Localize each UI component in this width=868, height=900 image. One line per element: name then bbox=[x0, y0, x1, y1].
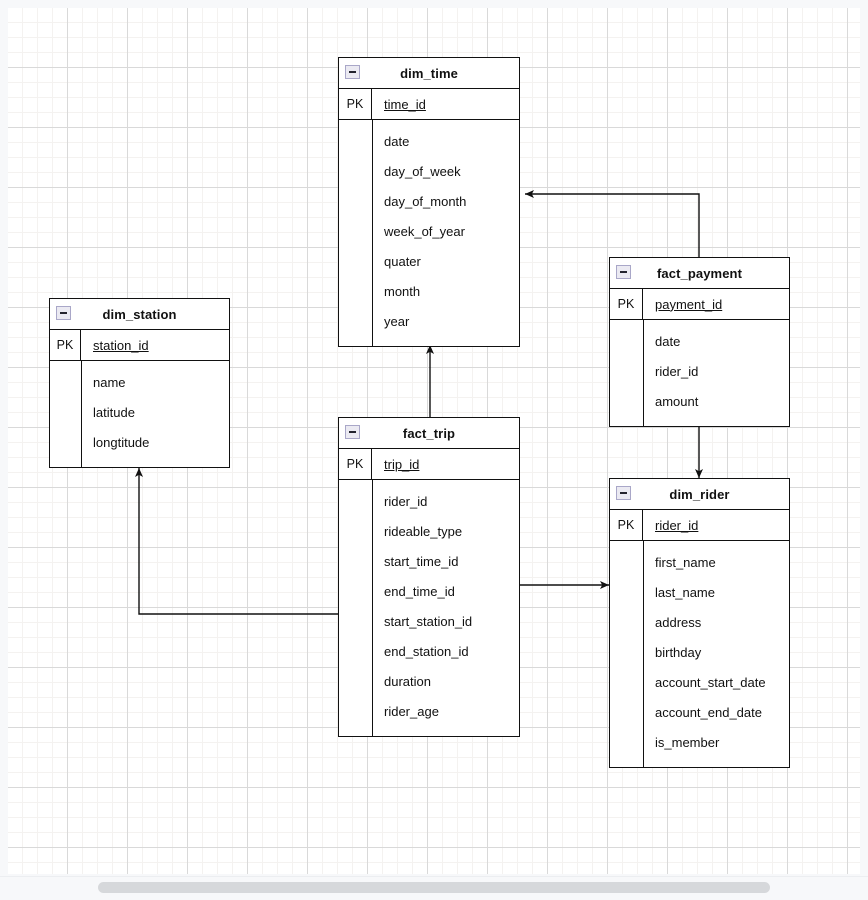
attribute-row[interactable]: day_of_week bbox=[384, 164, 461, 179]
attribute-row[interactable]: start_station_id bbox=[384, 614, 473, 629]
attribute-row[interactable]: account_start_date bbox=[655, 675, 766, 690]
entity-title: dim_station bbox=[102, 306, 177, 322]
attribute-row[interactable]: week_of_year bbox=[384, 224, 465, 239]
attribute-row[interactable]: day_of_month bbox=[384, 194, 467, 209]
minus-square-icon[interactable] bbox=[345, 65, 360, 79]
attribute-row[interactable]: end_time_id bbox=[384, 584, 455, 599]
attribute-row[interactable]: duration bbox=[384, 674, 431, 689]
entity-header[interactable]: fact_trip bbox=[339, 418, 519, 449]
entity-header[interactable]: dim_station bbox=[50, 299, 229, 330]
attribute-list: name latitude longtitude bbox=[50, 361, 229, 467]
attribute-row[interactable]: end_station_id bbox=[384, 644, 469, 659]
entity-title: dim_time bbox=[400, 65, 458, 81]
entity-title: fact_payment bbox=[656, 265, 742, 281]
primary-key-row[interactable]: PK trip_id bbox=[339, 449, 519, 480]
column-divider bbox=[372, 480, 373, 736]
minus-square-icon[interactable] bbox=[345, 425, 360, 439]
attribute-row[interactable]: name bbox=[93, 375, 126, 390]
pk-badge: PK bbox=[50, 330, 81, 360]
attribute-row[interactable]: quater bbox=[384, 254, 421, 269]
attribute-row[interactable]: amount bbox=[655, 394, 699, 409]
attribute-row[interactable]: last_name bbox=[655, 585, 715, 600]
primary-key-row[interactable]: PK station_id bbox=[50, 330, 229, 361]
primary-key-row[interactable]: PK rider_id bbox=[610, 510, 789, 541]
primary-key-name: payment_id bbox=[655, 296, 723, 312]
attribute-row[interactable]: birthday bbox=[655, 645, 702, 660]
entity-header[interactable]: fact_payment bbox=[610, 258, 789, 289]
attribute-row[interactable]: date bbox=[655, 334, 681, 349]
entity-header[interactable]: dim_time bbox=[339, 58, 519, 89]
attribute-row[interactable]: rideable_type bbox=[384, 524, 463, 539]
attribute-row[interactable]: date bbox=[384, 134, 410, 149]
attribute-row[interactable]: longtitude bbox=[93, 435, 150, 450]
pk-badge: PK bbox=[339, 449, 372, 479]
minus-square-icon[interactable] bbox=[616, 265, 631, 279]
attribute-row[interactable]: rider_id bbox=[384, 494, 428, 509]
attribute-row[interactable]: rider_id bbox=[655, 364, 699, 379]
attribute-row[interactable]: account_end_date bbox=[655, 705, 762, 720]
attribute-row[interactable]: month bbox=[384, 284, 421, 299]
attribute-row[interactable]: year bbox=[384, 314, 410, 329]
entity-title: dim_rider bbox=[669, 486, 730, 502]
entity-header[interactable]: dim_rider bbox=[610, 479, 789, 510]
attribute-row[interactable]: latitude bbox=[93, 405, 135, 420]
column-divider bbox=[643, 541, 644, 767]
primary-key-row[interactable]: PK time_id bbox=[339, 89, 519, 120]
edge-fact-payment-dim-time bbox=[525, 190, 700, 257]
primary-key-name: rider_id bbox=[655, 517, 699, 533]
column-divider bbox=[81, 361, 82, 467]
column-divider bbox=[643, 320, 644, 426]
attribute-row[interactable]: rider_age bbox=[384, 704, 439, 719]
horizontal-scrollbar[interactable] bbox=[0, 876, 868, 900]
horizontal-scrollbar-thumb[interactable] bbox=[98, 882, 770, 893]
attribute-list: rider_id rideable_type start_time_id end_ti… bbox=[339, 480, 519, 736]
pk-badge: PK bbox=[339, 89, 372, 119]
edge-fact-trip-dim-station bbox=[135, 468, 338, 615]
column-divider bbox=[372, 120, 373, 346]
primary-key-row[interactable]: PK payment_id bbox=[610, 289, 789, 320]
attribute-row[interactable]: address bbox=[655, 615, 702, 630]
minus-square-icon[interactable] bbox=[56, 306, 71, 320]
minus-square-icon[interactable] bbox=[616, 486, 631, 500]
pk-badge: PK bbox=[610, 510, 643, 540]
attribute-row[interactable]: is_member bbox=[655, 735, 720, 750]
pk-badge: PK bbox=[610, 289, 643, 319]
primary-key-name: time_id bbox=[384, 96, 426, 112]
attribute-row[interactable]: start_time_id bbox=[384, 554, 459, 569]
entity-title: fact_trip bbox=[402, 425, 456, 441]
primary-key-name: trip_id bbox=[384, 456, 420, 472]
primary-key-name: station_id bbox=[93, 337, 149, 353]
attribute-row[interactable]: first_name bbox=[655, 555, 716, 570]
